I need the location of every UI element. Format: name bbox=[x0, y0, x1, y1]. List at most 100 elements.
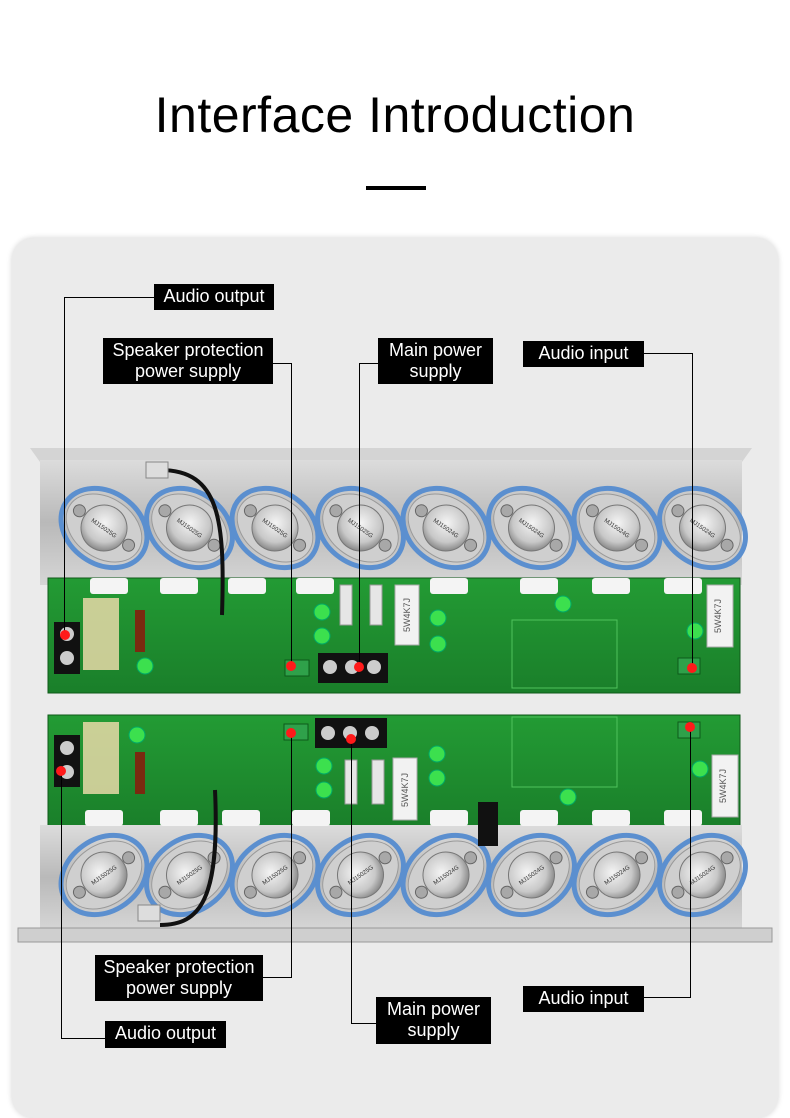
callout-label-line1: Main power bbox=[386, 999, 481, 1019]
top-fuse-2 bbox=[339, 584, 353, 626]
callout-label: Audio input bbox=[538, 343, 629, 363]
leader-top-audio-output bbox=[64, 297, 154, 298]
top-transistor: MJ15025G bbox=[229, 485, 321, 571]
mounting-screw-icon bbox=[585, 504, 599, 518]
bottom-driver-section bbox=[511, 716, 618, 788]
callout-bottom-main-power: Main power supply bbox=[376, 997, 491, 1044]
mounting-screw-icon bbox=[720, 851, 734, 865]
mounting-screw-icon bbox=[243, 885, 257, 899]
mounting-screw-icon bbox=[378, 851, 392, 865]
top-resistor-left bbox=[394, 584, 420, 646]
callout-label-line2: power supply bbox=[125, 978, 233, 998]
marker-bottom-speaker-protect bbox=[286, 728, 296, 738]
bottom-regulator bbox=[478, 802, 498, 846]
mounting-screw-icon bbox=[635, 851, 649, 865]
callout-top-main-power: Main power supply bbox=[378, 338, 493, 384]
callout-bottom-speaker-protection: Speaker protection power supply bbox=[95, 955, 263, 1001]
top-transistor: MJ15024G bbox=[400, 485, 492, 571]
leader-top-audio-output-v bbox=[64, 297, 65, 634]
bottom-capacitors bbox=[128, 726, 709, 806]
bottom-transistor: MJ15024G bbox=[657, 832, 748, 918]
leader-bottom-audio-input bbox=[643, 997, 691, 998]
mounting-screw-icon bbox=[329, 885, 343, 899]
marker-top-audio-input bbox=[687, 663, 697, 673]
leader-top-audio-input bbox=[644, 353, 693, 354]
mounting-screw-icon bbox=[158, 504, 172, 518]
bottom-relay bbox=[83, 722, 119, 794]
marker-bottom-main-power bbox=[346, 734, 356, 744]
bottom-inductor bbox=[135, 752, 145, 794]
top-board: MJ15025GMJ15025GMJ15025GMJ15025GMJ15024G… bbox=[30, 448, 752, 694]
leader-bottom-main-power-v bbox=[351, 740, 352, 1023]
bottom-resistor-right-label: 5W4K7J bbox=[718, 769, 728, 803]
top-driver-section bbox=[511, 619, 618, 689]
marker-top-main-power bbox=[354, 662, 364, 672]
leader-bottom-main-power bbox=[351, 1023, 377, 1024]
mounting-screw-icon bbox=[549, 851, 563, 865]
bottom-resistor-left-label: 5W4K7J bbox=[400, 773, 410, 807]
leader-bottom-audio-output-v bbox=[61, 771, 62, 1039]
bottom-resistor-left bbox=[392, 757, 418, 821]
mounting-screw-icon bbox=[585, 885, 599, 899]
marker-top-speaker-protect bbox=[286, 661, 296, 671]
mounting-screw-icon bbox=[72, 504, 86, 518]
leader-top-speaker-protect-v bbox=[291, 363, 292, 666]
marker-bottom-audio-input bbox=[685, 722, 695, 732]
mounting-screw-icon bbox=[72, 885, 86, 899]
top-thermal-sensor-wire bbox=[159, 468, 225, 616]
mounting-screw-icon bbox=[329, 504, 343, 518]
callout-bottom-audio-output: Audio output bbox=[105, 1021, 226, 1048]
mounting-screw-icon bbox=[158, 885, 172, 899]
mounting-screw-icon bbox=[293, 538, 307, 552]
page-title: Interface Introduction bbox=[154, 87, 636, 143]
bottom-fuse-2 bbox=[371, 759, 385, 805]
callout-top-speaker-protection: Speaker protection power supply bbox=[103, 338, 273, 384]
bottom-thermal-sensor-wire bbox=[159, 789, 218, 927]
top-fuse-1 bbox=[369, 584, 383, 626]
top-pcb bbox=[47, 577, 741, 694]
leader-top-speaker-protect bbox=[273, 363, 292, 364]
callout-top-audio-output: Audio output bbox=[154, 284, 274, 310]
mounting-screw-icon bbox=[243, 504, 257, 518]
mounting-screw-icon bbox=[464, 851, 478, 865]
top-transistor: MJ15025G bbox=[58, 485, 150, 571]
callout-label-line1: Main power bbox=[388, 340, 483, 360]
top-transistor: MJ15024G bbox=[657, 485, 748, 571]
bottom-transistor: MJ15025G bbox=[315, 832, 406, 918]
mounting-screw-icon bbox=[635, 538, 649, 552]
top-ceramic-blocks bbox=[90, 578, 702, 594]
callout-top-audio-input: Audio input bbox=[523, 341, 644, 367]
leader-top-main-power bbox=[359, 363, 379, 364]
bottom-heatsink-base bbox=[17, 927, 773, 943]
mounting-screw-icon bbox=[378, 538, 392, 552]
leader-bottom-speaker-protect bbox=[263, 977, 292, 978]
mounting-screw-icon bbox=[500, 885, 514, 899]
top-resistor-right-label: 5W4K7J bbox=[713, 599, 723, 633]
callout-label-line2: supply bbox=[407, 1020, 460, 1040]
mounting-screw-icon bbox=[414, 885, 428, 899]
top-transistor: MJ15025G bbox=[315, 485, 406, 571]
top-resistor-left-label: 5W4K7J bbox=[402, 598, 412, 632]
callout-label: Audio output bbox=[163, 286, 265, 306]
mounting-screw-icon bbox=[549, 538, 563, 552]
top-relay bbox=[83, 598, 119, 670]
top-transistor: MJ15024G bbox=[571, 485, 663, 571]
callout-bottom-audio-input: Audio input bbox=[523, 986, 644, 1012]
mounting-screw-icon bbox=[464, 538, 478, 552]
mounting-screw-icon bbox=[671, 885, 685, 899]
bottom-transistor: MJ15024G bbox=[486, 832, 577, 918]
leader-bottom-speaker-protect-v bbox=[291, 735, 292, 978]
top-capacitors bbox=[136, 595, 704, 675]
top-resistor-right bbox=[706, 584, 734, 648]
leader-bottom-audio-output bbox=[61, 1038, 106, 1039]
mounting-screw-icon bbox=[122, 851, 136, 865]
callout-label: Audio output bbox=[114, 1023, 217, 1043]
callout-label-line1: Speaker protection bbox=[112, 340, 264, 360]
leader-top-main-power-v bbox=[359, 363, 360, 668]
top-transistor: MJ15025G bbox=[144, 485, 235, 571]
title-underline bbox=[366, 186, 426, 190]
mounting-screw-icon bbox=[671, 504, 685, 518]
